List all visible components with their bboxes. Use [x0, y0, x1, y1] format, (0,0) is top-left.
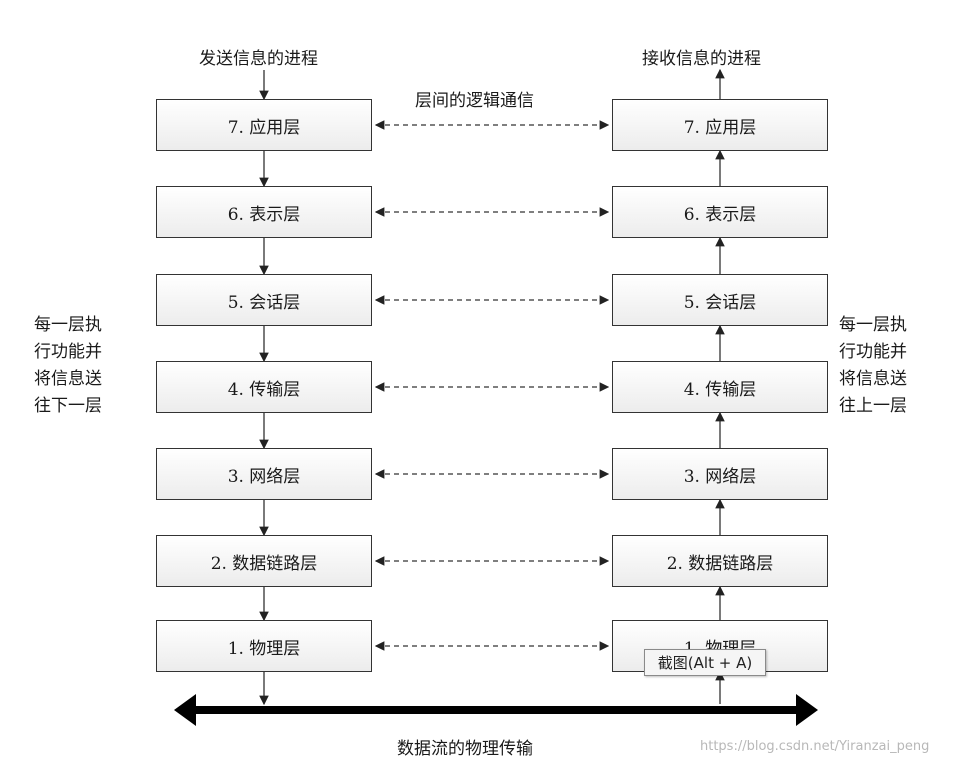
receiver-layer-label: 5. 会话层 — [683, 292, 757, 313]
receiver-layer-box: 5. 会话层 — [612, 274, 828, 326]
sender-layer-box: 6. 表示层 — [156, 186, 372, 238]
receiver-layer-label: 7. 应用层 — [683, 117, 757, 138]
sender-layer-box: 4. 传输层 — [156, 361, 372, 413]
receiver-layer-label: 6. 表示层 — [683, 204, 757, 225]
right-note: 每一层执 行功能并 将信息送 往上一层 — [839, 312, 907, 420]
left-note-line: 将信息送 — [34, 369, 102, 389]
sender-layer-box: 1. 物理层 — [156, 620, 372, 672]
receiver-layer-box: 6. 表示层 — [612, 186, 828, 238]
receiver-title: 接收信息的进程 — [642, 49, 761, 69]
receiver-layer-label: 3. 网络层 — [683, 466, 757, 487]
physical-medium-arrow — [174, 694, 818, 726]
receiver-layer-box: 4. 传输层 — [612, 361, 828, 413]
sender-title: 发送信息的进程 — [199, 49, 318, 69]
sender-layer-label: 7. 应用层 — [227, 117, 301, 138]
left-note-line: 每一层执 — [34, 315, 102, 335]
logical-communication-label: 层间的逻辑通信 — [415, 91, 534, 111]
left-note-line: 往下一层 — [34, 396, 102, 416]
sender-layer-box: 5. 会话层 — [156, 274, 372, 326]
right-note-line: 行功能并 — [839, 342, 907, 362]
sender-layer-label: 3. 网络层 — [227, 466, 301, 487]
physical-transmission-label: 数据流的物理传输 — [397, 739, 533, 759]
sender-layer-box: 2. 数据链路层 — [156, 535, 372, 587]
left-note: 每一层执 行功能并 将信息送 往下一层 — [34, 312, 102, 420]
receiver-layer-box: 7. 应用层 — [612, 99, 828, 151]
watermark: https://blog.csdn.net/Yiranzai_peng — [700, 739, 930, 754]
sender-layer-label: 5. 会话层 — [227, 292, 301, 313]
receiver-layer-box: 2. 数据链路层 — [612, 535, 828, 587]
receiver-layer-label: 4. 传输层 — [683, 379, 757, 400]
right-note-line: 往上一层 — [839, 396, 907, 416]
receiver-layer-label: 2. 数据链路层 — [666, 553, 774, 574]
right-note-line: 将信息送 — [839, 369, 907, 389]
sender-layer-label: 4. 传输层 — [227, 379, 301, 400]
screenshot-tooltip: 截图(Alt + A) — [644, 649, 766, 676]
left-note-line: 行功能并 — [34, 342, 102, 362]
sender-layer-box: 7. 应用层 — [156, 99, 372, 151]
sender-layer-label: 1. 物理层 — [227, 638, 301, 659]
sender-layer-box: 3. 网络层 — [156, 448, 372, 500]
sender-layer-label: 2. 数据链路层 — [210, 553, 318, 574]
right-note-line: 每一层执 — [839, 315, 907, 335]
receiver-layer-box: 3. 网络层 — [612, 448, 828, 500]
sender-layer-label: 6. 表示层 — [227, 204, 301, 225]
